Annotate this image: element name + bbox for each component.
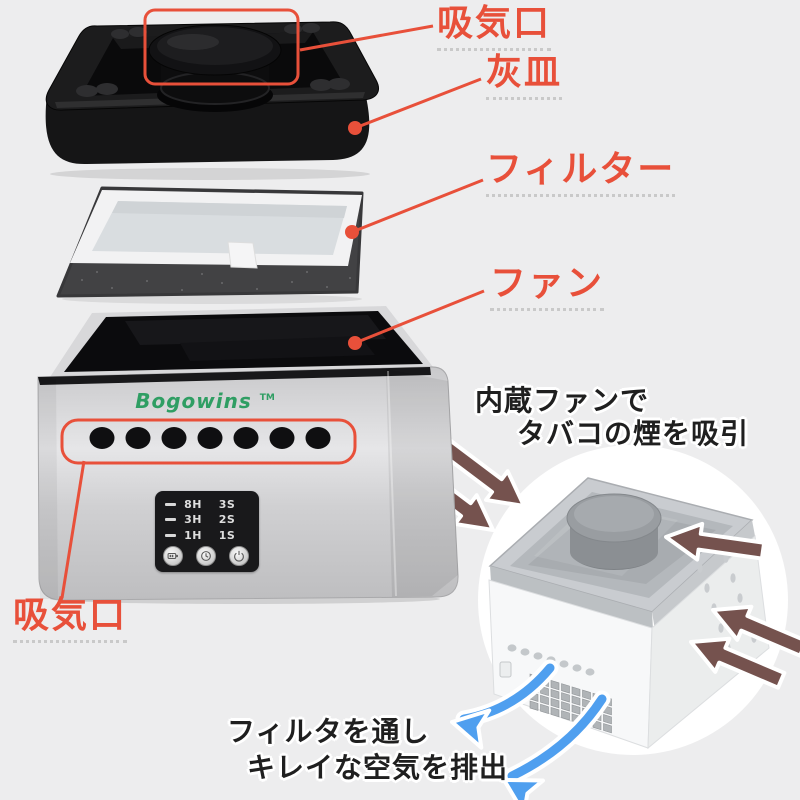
- trademark-symbol: TM: [259, 393, 275, 403]
- smokeless-ashtray-render: [488, 477, 770, 750]
- timer-label: 1H: [184, 528, 202, 542]
- intake-knob: [148, 24, 282, 112]
- label-fan: ファン: [490, 266, 605, 311]
- leader-line-fan: [354, 289, 485, 345]
- leader-dot-ashtray: [348, 121, 362, 135]
- speed-label: 2S: [218, 513, 236, 527]
- brand-name: Bogowins: [135, 389, 252, 413]
- leader-dot-fan: [348, 336, 362, 350]
- timer-label: 3H: [184, 513, 202, 527]
- suction-callout-line2: タバコの煙を吸引: [517, 417, 750, 450]
- label-ashtray: 灰皿: [486, 55, 563, 100]
- timer-button: [196, 545, 216, 566]
- panel-row: 3H 2S: [162, 513, 250, 526]
- panel-row: 8H 3S: [162, 498, 250, 511]
- ashtray-photo: [45, 21, 379, 180]
- leader-line-ashtray: [354, 77, 482, 130]
- battery-button: [163, 545, 183, 566]
- center-knob: [566, 493, 662, 570]
- filter-pull-tab: [227, 241, 258, 269]
- control-panel: 8H 3S 3H 2S 1H 1S: [155, 491, 259, 572]
- label-intake-top: 吸気口: [437, 6, 552, 51]
- intake-holes-row: [89, 427, 331, 449]
- leader-dot-filter: [345, 225, 359, 239]
- timer-label: 8H: [184, 498, 202, 511]
- exhaust-callout-line2: キレイな空気を排出: [247, 751, 509, 784]
- airflow-illustration: [401, 430, 800, 800]
- label-filter: フィルター: [486, 152, 676, 197]
- speed-label: 3S: [218, 498, 236, 511]
- timer-icon: [201, 551, 211, 561]
- intake-highlight-box: [143, 8, 300, 86]
- label-intake-bottom: 吸気口: [13, 598, 128, 643]
- indicator-dash: [165, 533, 176, 537]
- brand-logo: Bogowins TM: [120, 389, 290, 413]
- power-icon: [234, 550, 244, 562]
- clean-air-arrows: [446, 659, 611, 800]
- suction-callout-line1: 内蔵ファンで: [475, 384, 650, 417]
- indicator-dash: [165, 503, 176, 506]
- indicator-dash: [165, 518, 176, 522]
- speed-label: 1S: [218, 528, 236, 542]
- power-button: [229, 545, 249, 566]
- panel-buttons: [162, 545, 250, 566]
- exhaust-callout-line1: フィルタを通し: [227, 715, 430, 748]
- foam-speckle: [81, 271, 351, 291]
- filter-photo: [56, 186, 364, 304]
- battery-icon: [167, 552, 178, 560]
- leader-line-intake-top: [299, 24, 434, 52]
- leader-line-filter: [351, 178, 484, 234]
- intake-holes-highlight-box: [60, 418, 357, 465]
- leader-line-intake-bottom: [60, 460, 86, 599]
- panel-row: 1H 1S: [162, 529, 250, 542]
- side-switch: [499, 661, 512, 678]
- fan-unit-photo: [37, 306, 459, 604]
